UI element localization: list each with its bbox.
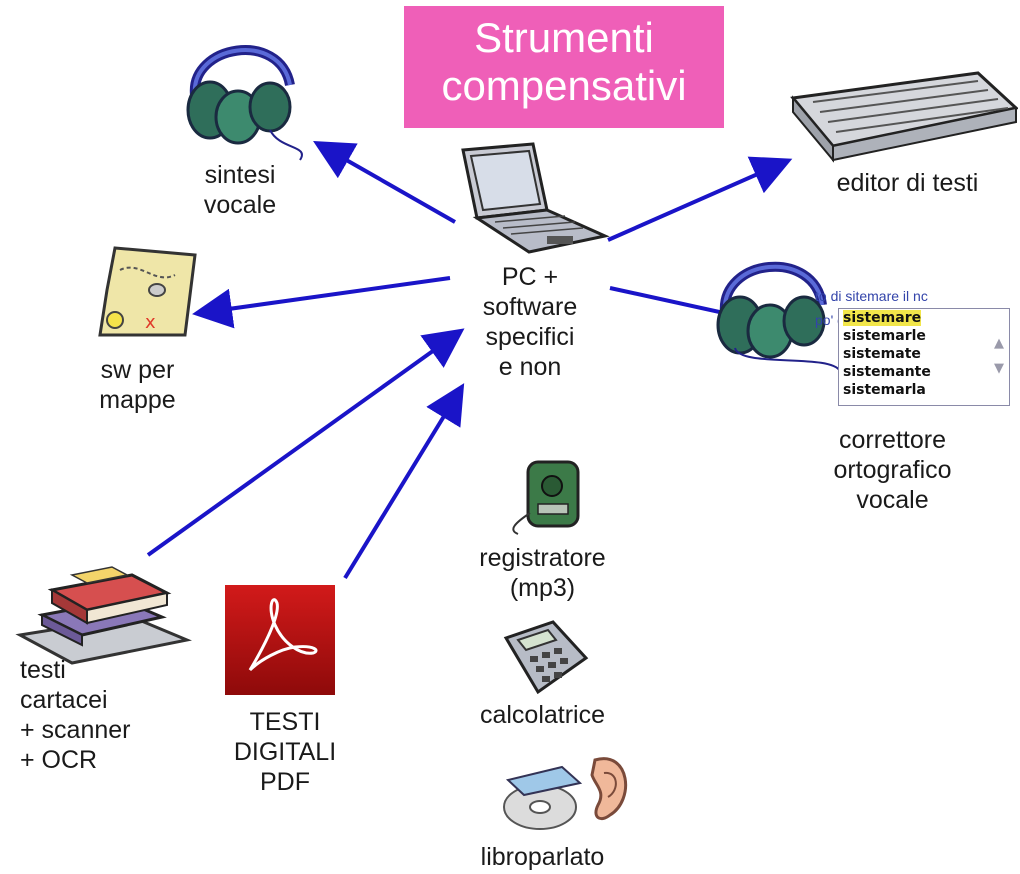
suggestion-scroll-arrows[interactable]: ▲▼ — [994, 336, 1004, 376]
label-sw-mappe: sw per mappe — [99, 356, 176, 414]
spellcheck-context-text: to di sitemare il nc po' d — [815, 288, 1015, 328]
arrow-to-sintesi — [313, 141, 456, 224]
spellcheck-suggestions-popup: sistemare sistemarle sistemate sistemant… — [838, 308, 1010, 406]
laptop-icon — [461, 142, 610, 254]
recorder-icon — [512, 460, 580, 535]
spellcheck-context-line-1: to di sitemare il nc — [815, 288, 928, 304]
label-center-pc: PC + software specifici e non — [482, 263, 578, 381]
label-registratore: registratore (mp3) — [479, 544, 606, 602]
diagram-title: Strumenti compensativi — [404, 6, 724, 128]
arrow-to-mappe — [192, 276, 451, 329]
arrow-to-editor — [607, 156, 793, 242]
headphones-correttore-icon — [716, 261, 841, 372]
svg-text:x: x — [145, 312, 156, 333]
suggestion-item[interactable]: sistemarle — [843, 328, 926, 344]
label-libroparlato: libroparlato — [480, 843, 605, 871]
calculator-icon — [503, 620, 589, 695]
label-sintesi-vocale: sintesi vocale — [203, 161, 277, 219]
label-editor-testi: editor di testi — [836, 169, 979, 197]
pdf-icon — [225, 585, 335, 695]
keyboard-icon — [790, 71, 1018, 163]
title-line-2: compensativi — [441, 62, 687, 109]
label-testi-digitali: TESTI DIGITALI PDF — [233, 708, 337, 796]
headphones-icon — [186, 45, 303, 161]
suggestion-item[interactable]: sistemare — [843, 310, 922, 326]
suggestion-item[interactable]: sistemante — [843, 364, 931, 380]
label-testi-cartacei: testi cartacei + scanner + OCR — [20, 656, 131, 774]
arrow-from-testi-cartacei — [146, 328, 465, 557]
suggestion-item[interactable]: sistemarla — [843, 382, 926, 398]
label-correttore: correttore ortografico vocale — [833, 426, 952, 514]
map-icon: x — [98, 246, 197, 337]
cd-ear-icon — [503, 757, 627, 830]
spellcheck-context-line-2: po' d — [815, 312, 845, 328]
books-scanner-icon — [15, 566, 192, 665]
arrow-from-testi-digitali — [343, 383, 465, 580]
suggestion-item[interactable]: sistemate — [843, 346, 921, 362]
label-calcolatrice: calcolatrice — [479, 701, 606, 729]
title-line-1: Strumenti — [474, 14, 654, 61]
